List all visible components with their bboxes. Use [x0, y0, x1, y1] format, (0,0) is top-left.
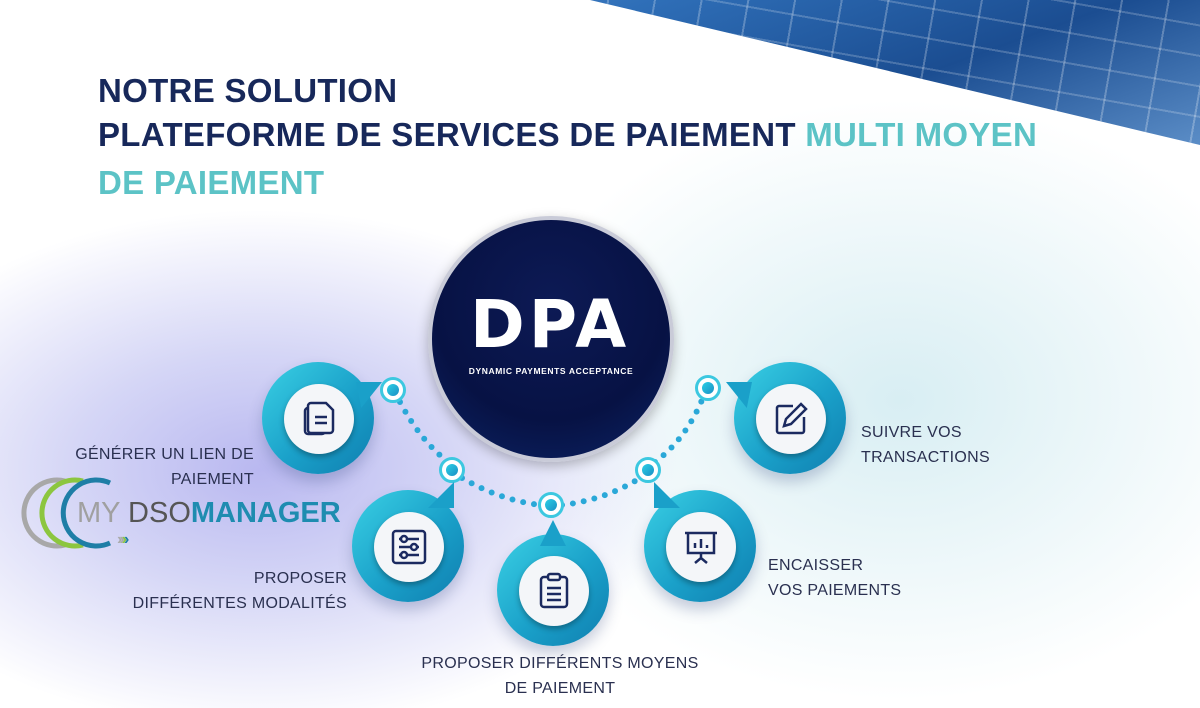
connector-ring	[439, 457, 465, 483]
connector-ring	[380, 377, 406, 403]
logo-chevrons-icon: ››››	[117, 531, 130, 548]
connector-ring	[635, 457, 661, 483]
title-line-1: NOTRE SOLUTION	[98, 72, 398, 109]
documents-icon	[303, 401, 335, 436]
sliders-icon	[391, 529, 427, 565]
logo-arcs-icon	[21, 477, 112, 549]
feature-bubble-payment-methods	[497, 520, 609, 646]
dpa-logo-text: DPA	[470, 286, 631, 363]
title-line-2-accent: MULTI MOYEN	[805, 116, 1038, 153]
title-line-2-main: PLATEFORME DE SERVICES DE PAIEMENT	[98, 116, 806, 153]
logo-manager: MANAGER	[190, 497, 341, 529]
dpa-subtitle: DYNAMIC PAYMENTS ACCEPTANCE	[468, 366, 634, 376]
title-line-3: DE PAIEMENT	[98, 164, 325, 201]
title-line-2: PLATEFORME DE SERVICES DE PAIEMENT MULTI…	[98, 116, 1037, 154]
connector-ring	[538, 492, 564, 518]
logo-dso: DSO	[128, 497, 191, 529]
presentation-chart-icon	[685, 531, 717, 564]
clipboard-icon	[539, 572, 569, 609]
feature-bubble-collect	[644, 482, 756, 602]
edit-icon	[775, 402, 808, 435]
feature-bubble-payment-link	[262, 362, 382, 474]
logo-my: MY	[77, 497, 120, 529]
connector-ring	[695, 375, 721, 401]
feature-bubble-modalities	[352, 482, 464, 602]
my-dso-manager-logo: MY DSOMANAGER ››››	[15, 473, 345, 553]
dpa-logo-circle: DPA DYNAMIC PAYMENTS ACCEPTANCE	[428, 216, 674, 462]
feature-bubble-track	[726, 362, 846, 474]
